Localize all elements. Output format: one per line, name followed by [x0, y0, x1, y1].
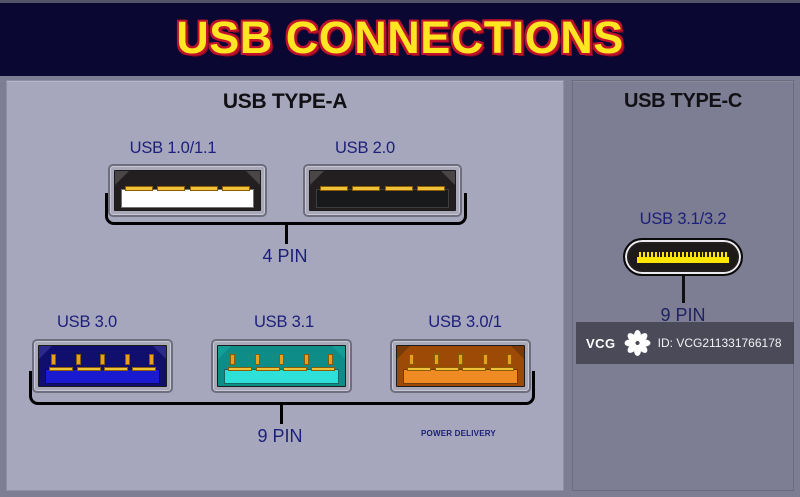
page-title: USB CONNECTIONS	[176, 12, 624, 63]
pin-count-type-c: 9 PIN	[660, 305, 706, 325]
port-usb-2-0[interactable]	[303, 164, 462, 217]
port-contacts	[320, 186, 445, 191]
panel-usb-type-c: USB TYPE-C USB 3.1/3.2 9 PIN	[572, 80, 794, 491]
port-cavity	[217, 345, 346, 387]
port-cavity	[38, 345, 167, 387]
port-cavity	[309, 170, 456, 211]
port-contacts	[125, 186, 250, 191]
power-delivery-note: POWER DELIVERY	[421, 429, 496, 438]
bracket-stem-9-pin	[280, 405, 283, 424]
port-cavity	[396, 345, 525, 387]
cavity-corner-right	[153, 346, 166, 359]
port-label-usb-3-0-1: USB 3.0/1	[428, 313, 502, 331]
port-label-usb-3-0: USB 3.0	[56, 313, 118, 331]
watermark-brand: VCG	[586, 335, 616, 351]
port-cavity	[114, 170, 261, 211]
cavity-corner-right	[441, 171, 455, 185]
cavity-corner-left	[115, 171, 129, 185]
port-usb-3-1[interactable]	[211, 339, 352, 393]
pin-count-9: 9 PIN	[257, 426, 303, 446]
port-usb-type-c[interactable]	[623, 238, 743, 276]
port-contacts-lower	[228, 367, 335, 371]
section-title-type-a: USB TYPE-A	[222, 90, 348, 113]
pin-count-4: 4 PIN	[262, 246, 308, 266]
port-usb-3-0[interactable]	[32, 339, 173, 393]
banner-top-edge	[0, 0, 800, 3]
vcg-pinwheel-icon	[622, 328, 652, 358]
port-tongue	[403, 369, 518, 384]
port-tongue	[121, 189, 254, 208]
port-usb-3-0-1[interactable]	[390, 339, 531, 393]
port-tongue	[316, 189, 449, 208]
port-contacts-upper	[230, 354, 333, 365]
port-label-usb-1: USB 1.0/1.1	[129, 139, 217, 157]
port-label-usb-3-1-3-2: USB 3.1/3.2	[639, 210, 727, 228]
port-contacts-upper	[409, 354, 512, 365]
port-label-usb-3-1: USB 3.1	[253, 313, 315, 331]
title-banner: USB CONNECTIONS	[0, 0, 800, 76]
port-label-usb-2: USB 2.0	[334, 139, 396, 157]
bracket-stem-4-pin	[285, 225, 288, 244]
cavity-corner-right	[511, 346, 524, 359]
port-tongue	[45, 369, 160, 384]
bracket-9-pin	[29, 371, 535, 405]
port-contacts-upper	[51, 354, 154, 365]
watermark-id: ID: VCG211331766178	[657, 336, 782, 350]
port-usb-1-0-1-1[interactable]	[108, 164, 267, 217]
cavity-corner-right	[332, 346, 345, 359]
port-contacts-lower	[407, 367, 514, 371]
section-title-type-c: USB TYPE-C	[623, 90, 743, 112]
port-contacts-lower	[49, 367, 156, 371]
typec-contacts	[637, 251, 729, 263]
panel-usb-type-a: USB TYPE-A USB 1.0/1.1 USB 2.0	[6, 80, 564, 491]
bracket-4-pin	[105, 193, 467, 225]
cavity-corner-right	[246, 171, 260, 185]
port-tongue	[224, 369, 339, 384]
bracket-stem-type-c	[682, 276, 685, 303]
cavity-corner-left	[310, 171, 324, 185]
watermark: VCG ID: VCG211331766178	[576, 322, 794, 364]
